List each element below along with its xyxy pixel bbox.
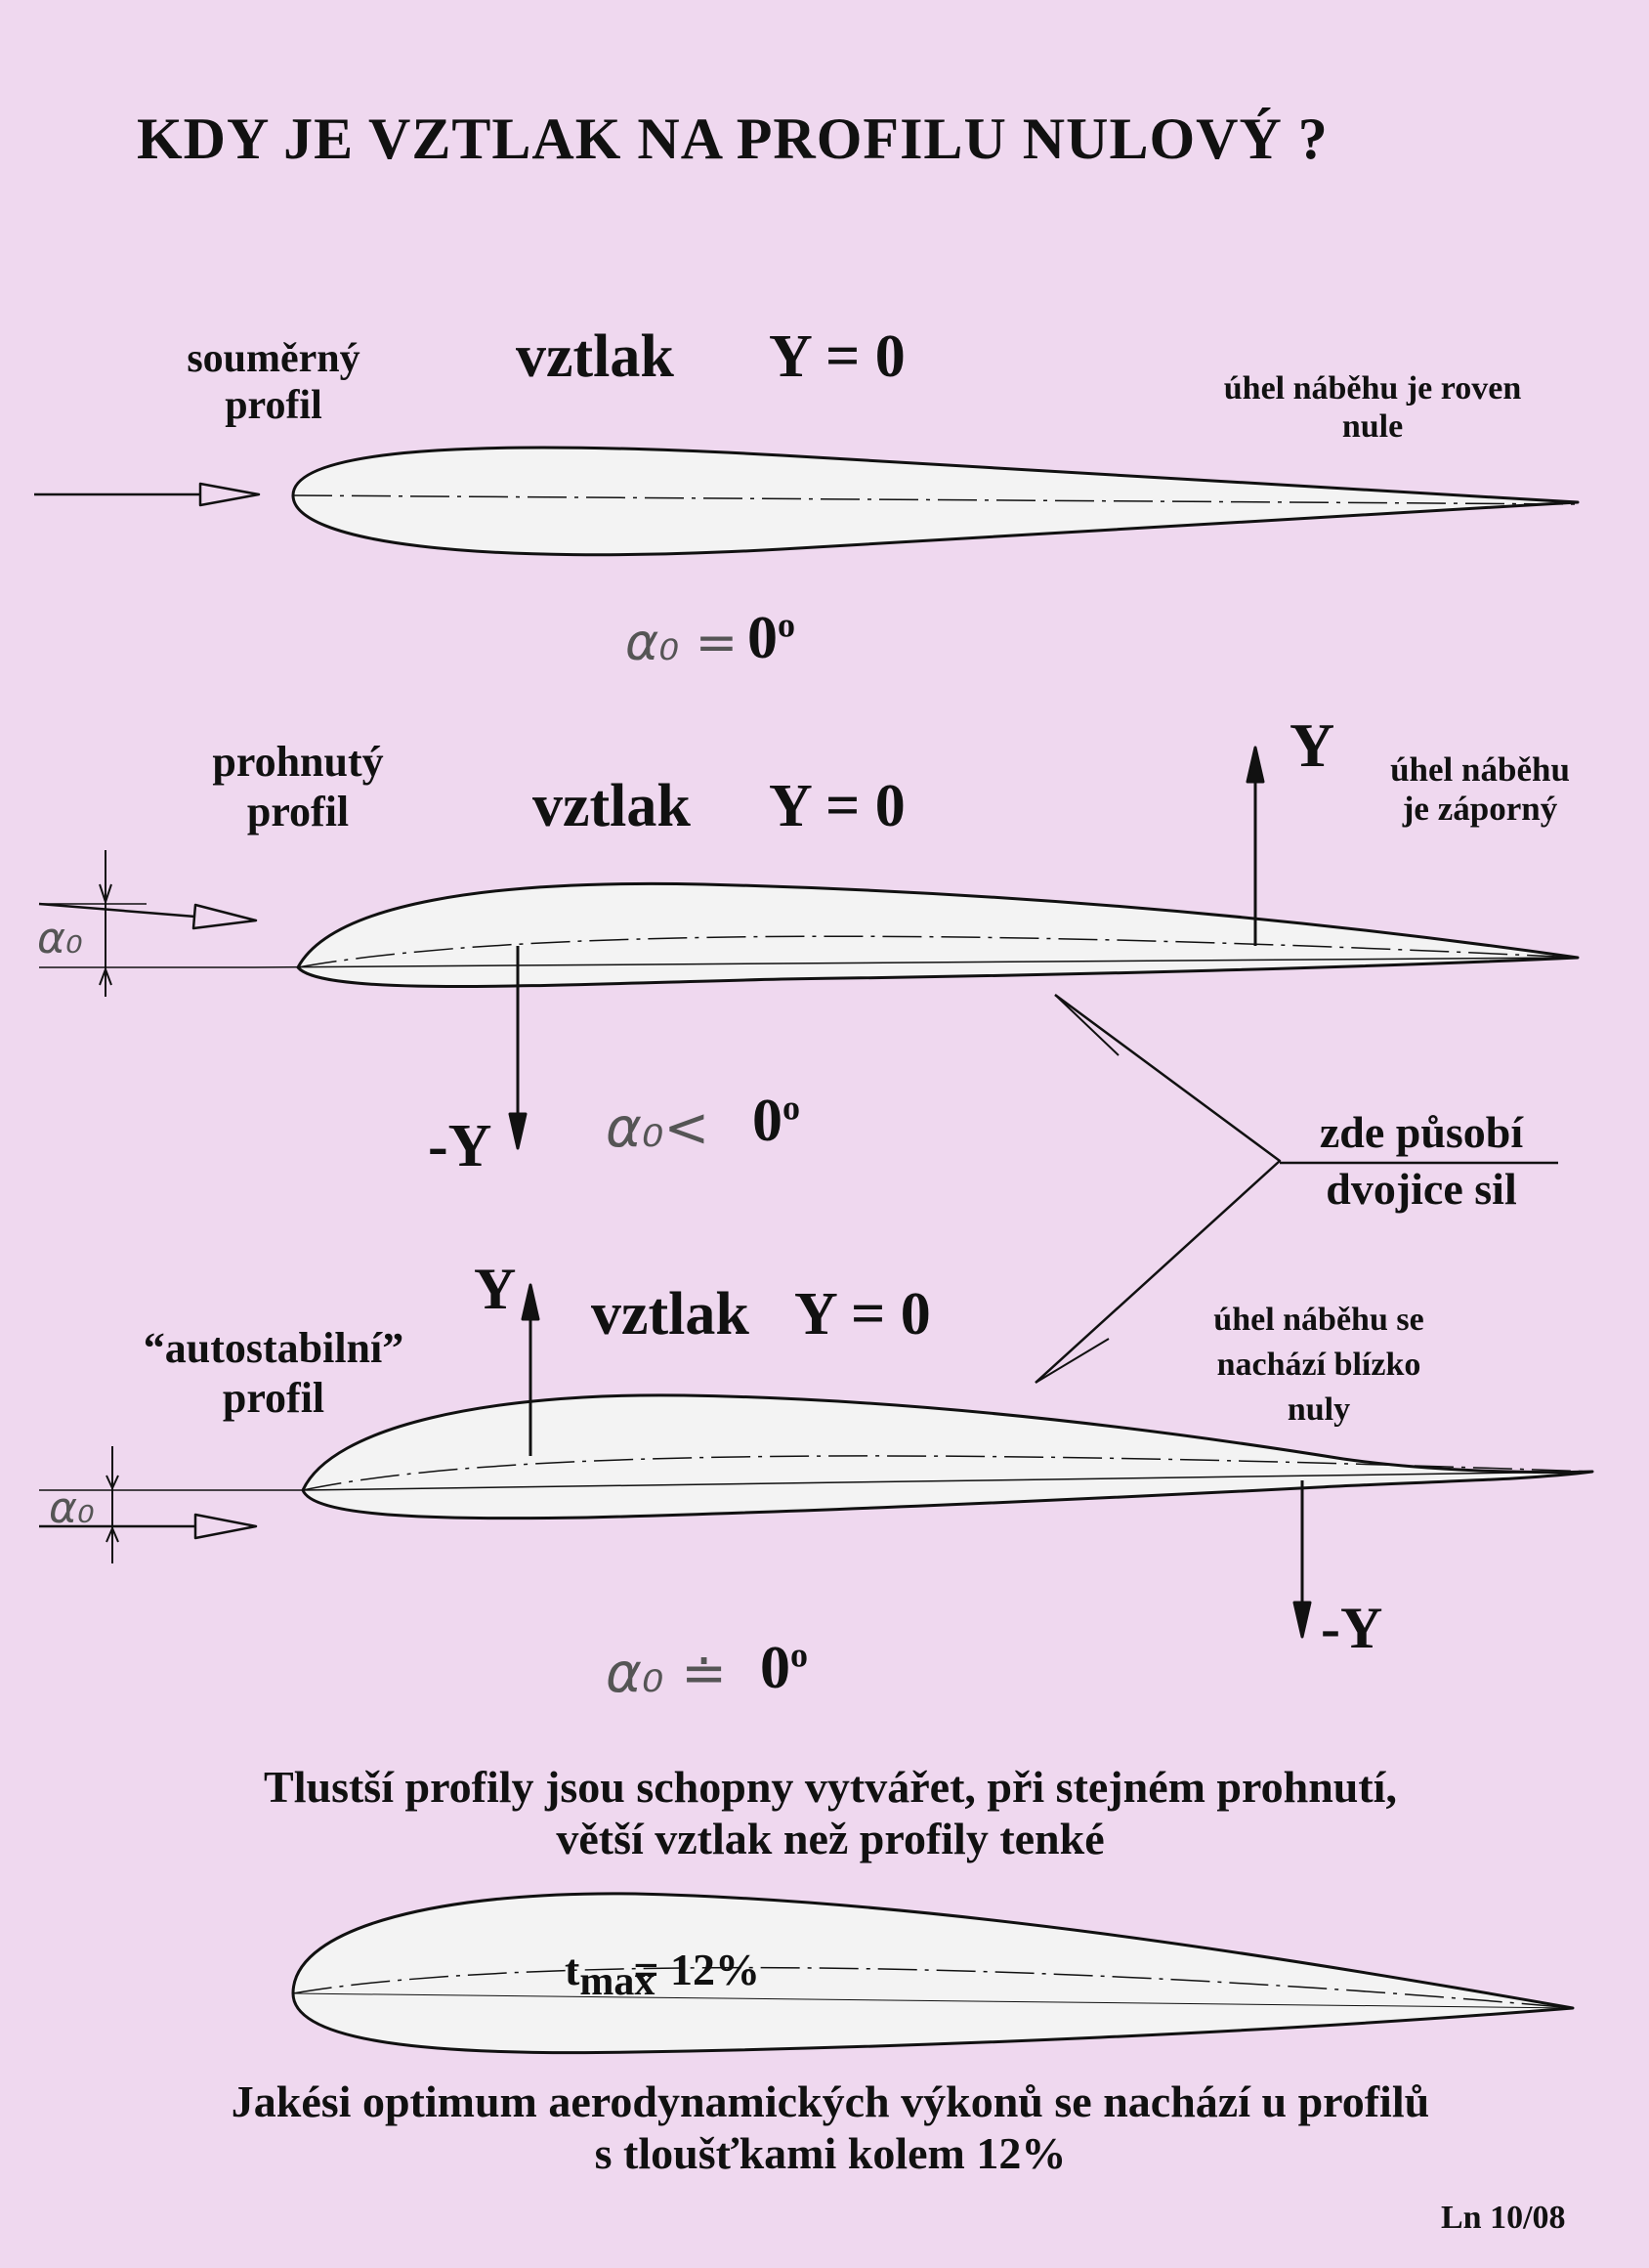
angle-note-1: úhel náběhu je roven nule bbox=[1216, 369, 1529, 446]
note-line-3: nuly bbox=[1287, 1391, 1351, 1428]
alpha-number: 0 bbox=[760, 1635, 790, 1701]
note-line-1: úhel náběhu bbox=[1390, 750, 1570, 789]
lift-up-label-2: Y bbox=[1290, 710, 1335, 780]
note-line-1: zde působí bbox=[1319, 1107, 1524, 1157]
label-line-1: souměrný bbox=[187, 336, 360, 381]
label-line-2: profil bbox=[222, 1373, 325, 1422]
lift-word-2: vztlak bbox=[532, 773, 691, 839]
angle-note-2: úhel náběhu je záporný bbox=[1368, 750, 1592, 830]
thick-profile bbox=[291, 1892, 1575, 2055]
lift-eq-1: Y = 0 bbox=[769, 323, 906, 390]
alpha-number: 0 bbox=[747, 605, 778, 671]
degree-mark: o bbox=[782, 1088, 800, 1128]
statement-line-2: s tloušťkami kolem 12% bbox=[594, 2127, 1067, 2178]
alpha-value-2: 0o bbox=[752, 1087, 800, 1156]
optimum-statement: Jakési optimum aerodynamických výkonů se… bbox=[98, 2076, 1563, 2180]
thick-camber-line bbox=[292, 1966, 1574, 2009]
lift-word-3: vztlak bbox=[591, 1281, 749, 1348]
lift-eq-2: Y = 0 bbox=[769, 773, 906, 839]
note-line-2: nachází blízko bbox=[1216, 1346, 1421, 1383]
alpha-number: 0 bbox=[752, 1088, 782, 1154]
t-symbol: t bbox=[565, 1945, 580, 1994]
label-line-1: “autostabilní” bbox=[143, 1324, 404, 1372]
lift-up-label-3: Y bbox=[474, 1257, 517, 1321]
cambered-profile bbox=[296, 881, 1580, 988]
note-line-2: je záporný bbox=[1402, 790, 1558, 829]
symmetric-profile bbox=[291, 446, 1580, 557]
thickness-value: = 12% bbox=[633, 1945, 761, 1994]
cambered-chord-line bbox=[253, 957, 1579, 968]
page-title: KDY JE VZTLAK NA PROFILU NULOVÝ ? bbox=[137, 107, 1329, 171]
label-line-2: profil bbox=[225, 383, 322, 429]
note-line-1: úhel náběhu se bbox=[1213, 1302, 1424, 1338]
alpha-symbol-3: α₀ ≐ bbox=[606, 1642, 728, 1705]
autostable-chord-line bbox=[302, 1471, 1593, 1491]
thick-chord-line bbox=[292, 1992, 1574, 2009]
flow-arrow-2 bbox=[38, 902, 196, 919]
lift-down-label-2: -Y bbox=[428, 1113, 492, 1179]
alpha-value-1: 0o bbox=[747, 604, 795, 673]
couple-pointer bbox=[1035, 993, 1282, 1384]
lift-down-label-3: -Y bbox=[1321, 1596, 1383, 1660]
alpha-symbol-2: α₀< bbox=[606, 1096, 710, 1160]
alpha-mark-2: α₀ bbox=[37, 914, 83, 963]
statement-line-1: Tlustší profily jsou schopny vytvářet, p… bbox=[264, 1762, 1397, 1812]
max-subscript: max bbox=[579, 1959, 655, 2005]
autostable-camber-line bbox=[302, 1455, 1593, 1491]
note-line-2: dvojice sil bbox=[1326, 1163, 1517, 1214]
note-line-1: úhel náběhu je roven bbox=[1223, 370, 1522, 407]
footer-reference: Ln 10/08 bbox=[1441, 2200, 1566, 2236]
statement-line-2: větší vztlak než profily tenké bbox=[556, 1813, 1105, 1863]
degree-mark: o bbox=[790, 1635, 808, 1675]
cambered-profile-label: prohnutý profil bbox=[186, 738, 410, 836]
force-couple-note: zde působí dvojice sil bbox=[1299, 1104, 1543, 1217]
alpha-mark-3: α₀ bbox=[49, 1483, 95, 1533]
alpha-value-3: 0o bbox=[760, 1634, 808, 1703]
angle-note-3: úhel náběhu se nachází blízko nuly bbox=[1202, 1298, 1436, 1433]
statement-line-1: Jakési optimum aerodynamických výkonů se… bbox=[231, 2076, 1430, 2126]
symmetric-chord-line bbox=[292, 494, 1579, 505]
label-line-1: prohnutý bbox=[212, 738, 384, 786]
thickness-label: tmax= 12% bbox=[565, 1945, 782, 2005]
autostable-profile-label: “autostabilní” profil bbox=[127, 1324, 420, 1423]
lift-word-1: vztlak bbox=[516, 323, 674, 390]
thickness-statement: Tlustší profily jsou schopny vytvářet, p… bbox=[127, 1762, 1534, 1865]
note-line-2: nule bbox=[1341, 408, 1404, 446]
degree-mark: o bbox=[778, 605, 795, 645]
symmetric-profile-label: souměrný profil bbox=[161, 335, 386, 430]
alpha-symbol-1: α₀ = bbox=[625, 614, 739, 672]
label-line-2: profil bbox=[246, 787, 350, 835]
lift-eq-3: Y = 0 bbox=[794, 1281, 931, 1348]
